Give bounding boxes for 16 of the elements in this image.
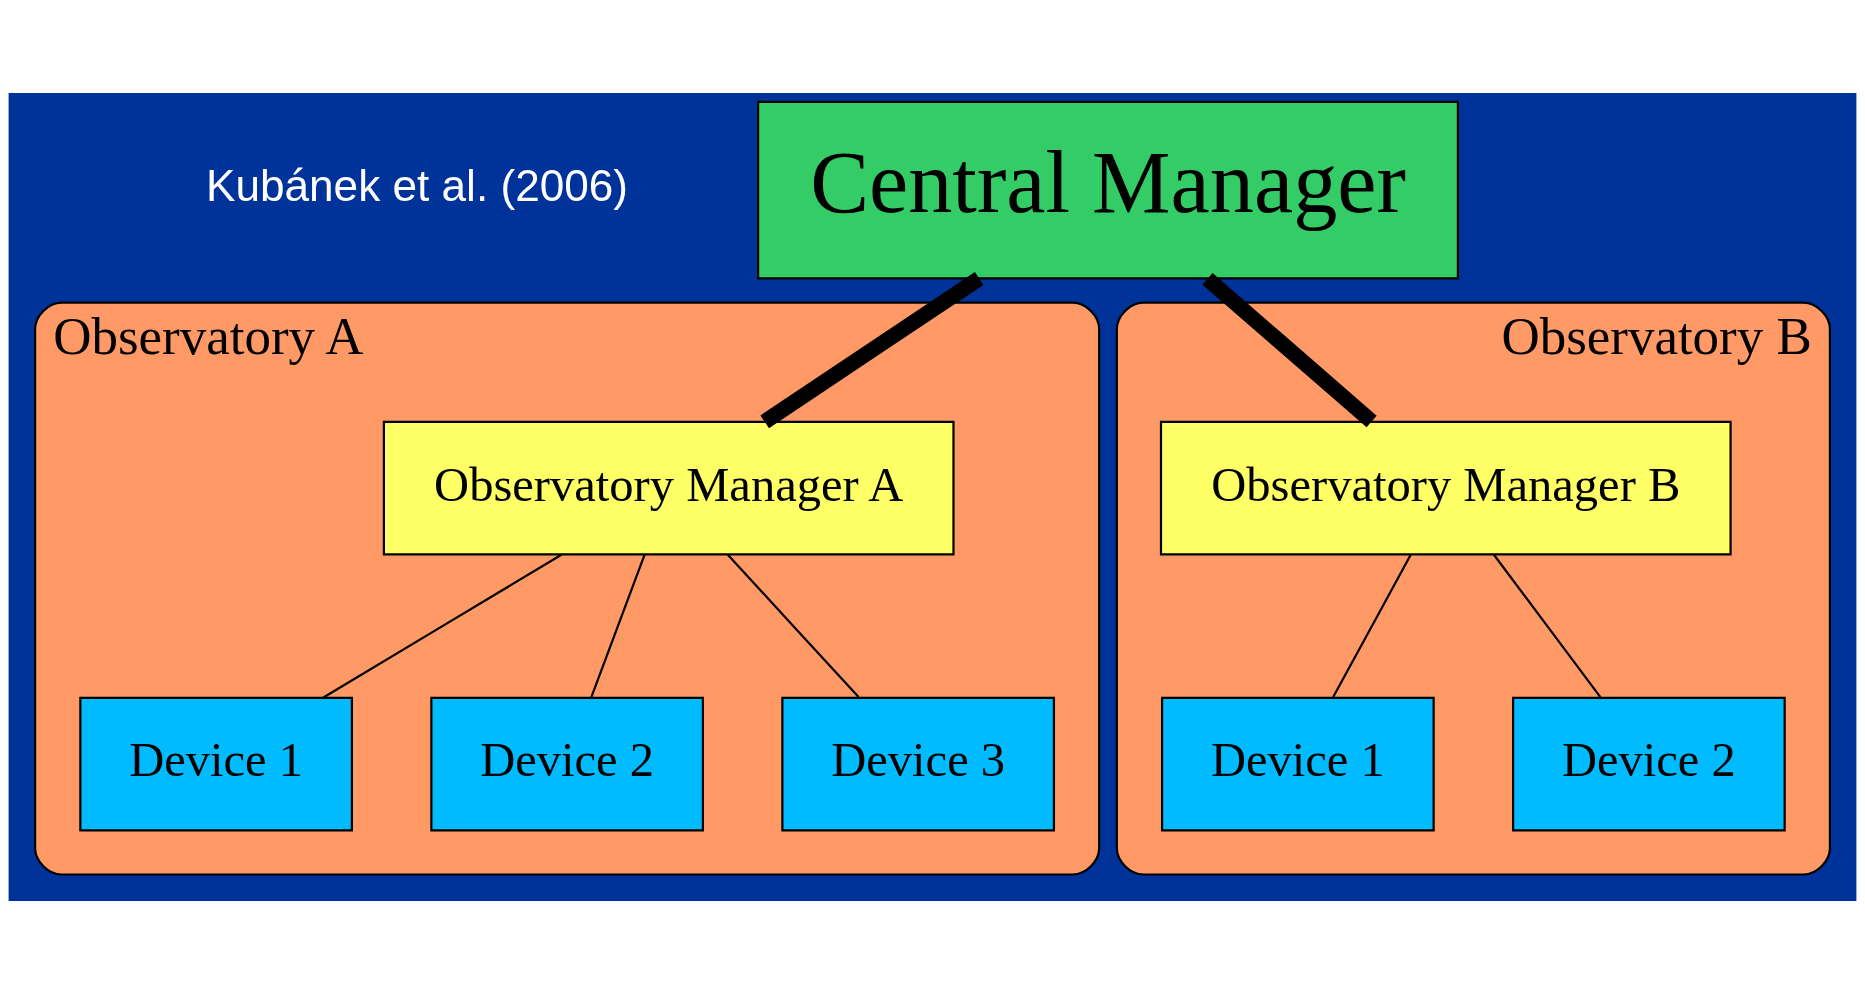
connector bbox=[727, 554, 860, 698]
node-box: Observatory Manager B bbox=[1159, 420, 1732, 556]
node-box: Device 2 bbox=[1512, 696, 1786, 832]
node-box: Device 1 bbox=[1161, 696, 1435, 832]
label: Kubánek et al. (2006) bbox=[205, 161, 629, 211]
node-box: Device 2 bbox=[430, 696, 704, 832]
node-box: Central Manager bbox=[757, 100, 1460, 280]
connector bbox=[590, 554, 646, 698]
connector bbox=[760, 272, 984, 429]
connector bbox=[1332, 554, 1412, 698]
connector bbox=[1493, 554, 1602, 698]
node-box: Device 3 bbox=[781, 696, 1056, 832]
node-box: Device 1 bbox=[79, 696, 353, 832]
connector bbox=[1202, 273, 1377, 428]
connector bbox=[322, 553, 562, 699]
node-box: Observatory Manager A bbox=[382, 420, 955, 556]
